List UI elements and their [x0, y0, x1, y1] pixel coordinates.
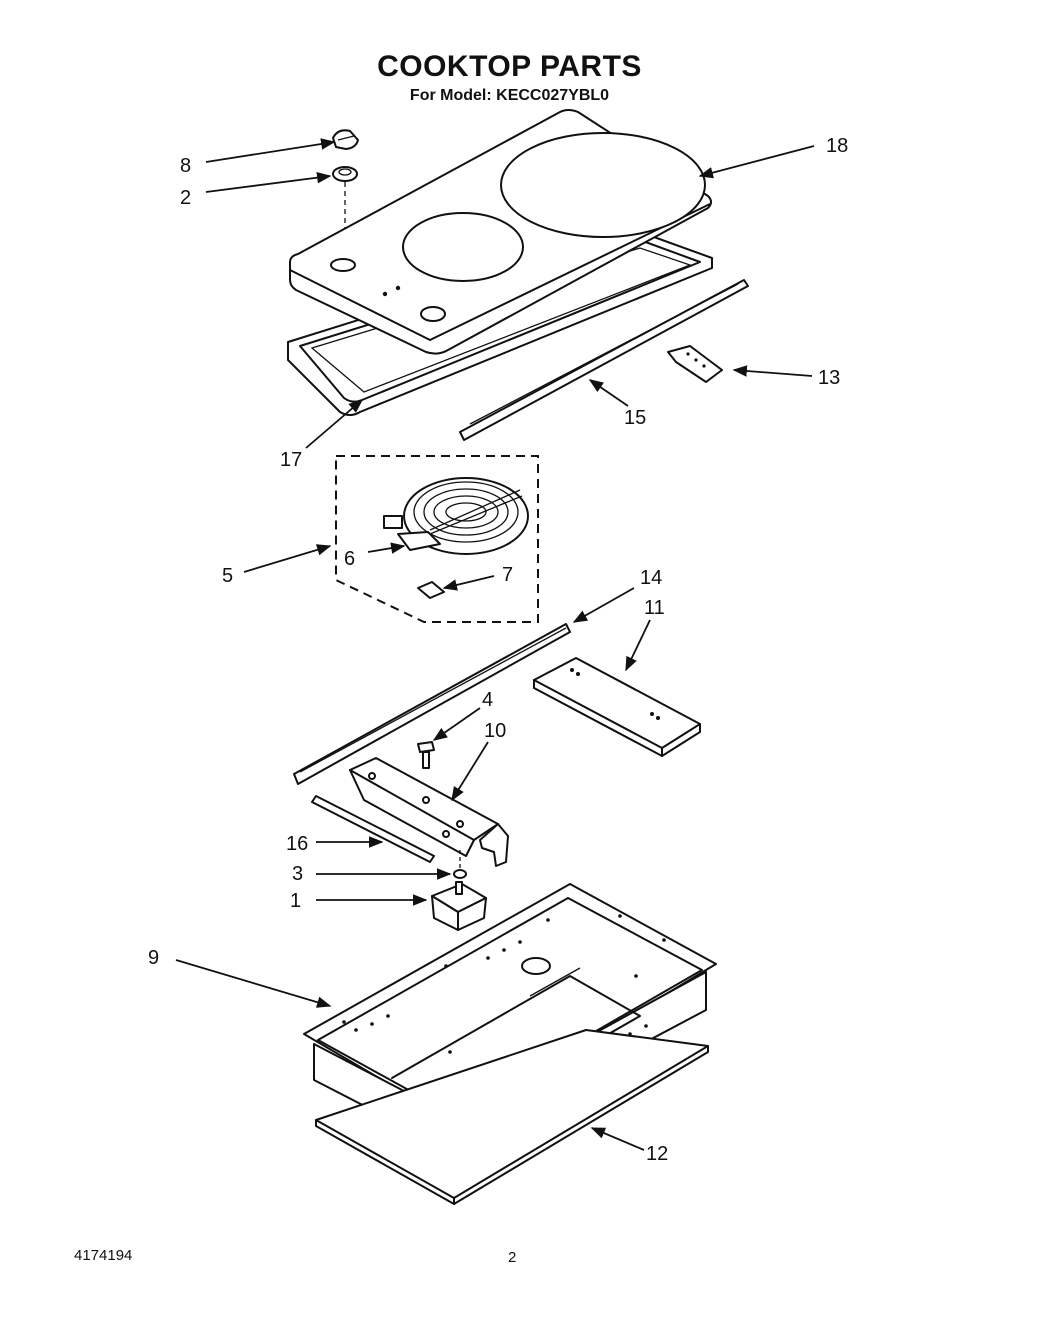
part-washer: [453, 850, 467, 879]
part-knob: [332, 129, 359, 150]
part-knob-bezel: [332, 166, 358, 234]
part-infinite-switch: [431, 881, 487, 931]
callout-7: 7: [502, 564, 513, 586]
leader-arrows: [175, 138, 815, 1151]
part-bottom-plate: [315, 1029, 709, 1205]
callout-18: 18: [826, 135, 848, 157]
callout-17: 17: [280, 449, 302, 471]
part-bracket-small: [667, 345, 723, 383]
callout-5: 5: [222, 565, 233, 587]
part-glass-cooktop: [289, 109, 712, 355]
callout-3: 3: [292, 863, 303, 885]
page-title: COOKTOP PARTS: [377, 50, 642, 83]
document-number: 4174194: [74, 1247, 133, 1264]
callout-12: 12: [646, 1143, 668, 1165]
part-screw: [417, 741, 435, 769]
model-subtitle: For Model: KECC027YBL0: [409, 87, 610, 104]
part-cover-plate: [533, 657, 701, 757]
part-radiant-element: [403, 477, 529, 555]
callout-2: 2: [180, 187, 191, 209]
callout-9: 9: [148, 947, 159, 969]
part-front-rail: [293, 623, 571, 785]
part-side-trim: [459, 279, 749, 441]
page-number: 2: [508, 1249, 517, 1266]
part-limiter: [383, 515, 441, 551]
callout-11: 11: [644, 597, 665, 619]
callout-15: 15: [624, 407, 646, 429]
callout-labels: 8 2 18 13 15 17 5 6 7 14 11 4 10 16 3 1 …: [148, 135, 848, 1165]
part-switch-bracket: [349, 757, 509, 867]
part-clip: [417, 581, 445, 599]
callout-14: 14: [640, 567, 662, 589]
callout-13: 13: [818, 367, 840, 389]
callout-4: 4: [482, 689, 493, 711]
element-assembly-group: [335, 455, 539, 623]
callout-1: 1: [290, 890, 301, 912]
part-wire-strip: [311, 795, 435, 863]
callout-8: 8: [180, 155, 191, 177]
callout-6: 6: [344, 548, 355, 570]
callout-10: 10: [484, 720, 506, 742]
callout-16: 16: [286, 833, 308, 855]
